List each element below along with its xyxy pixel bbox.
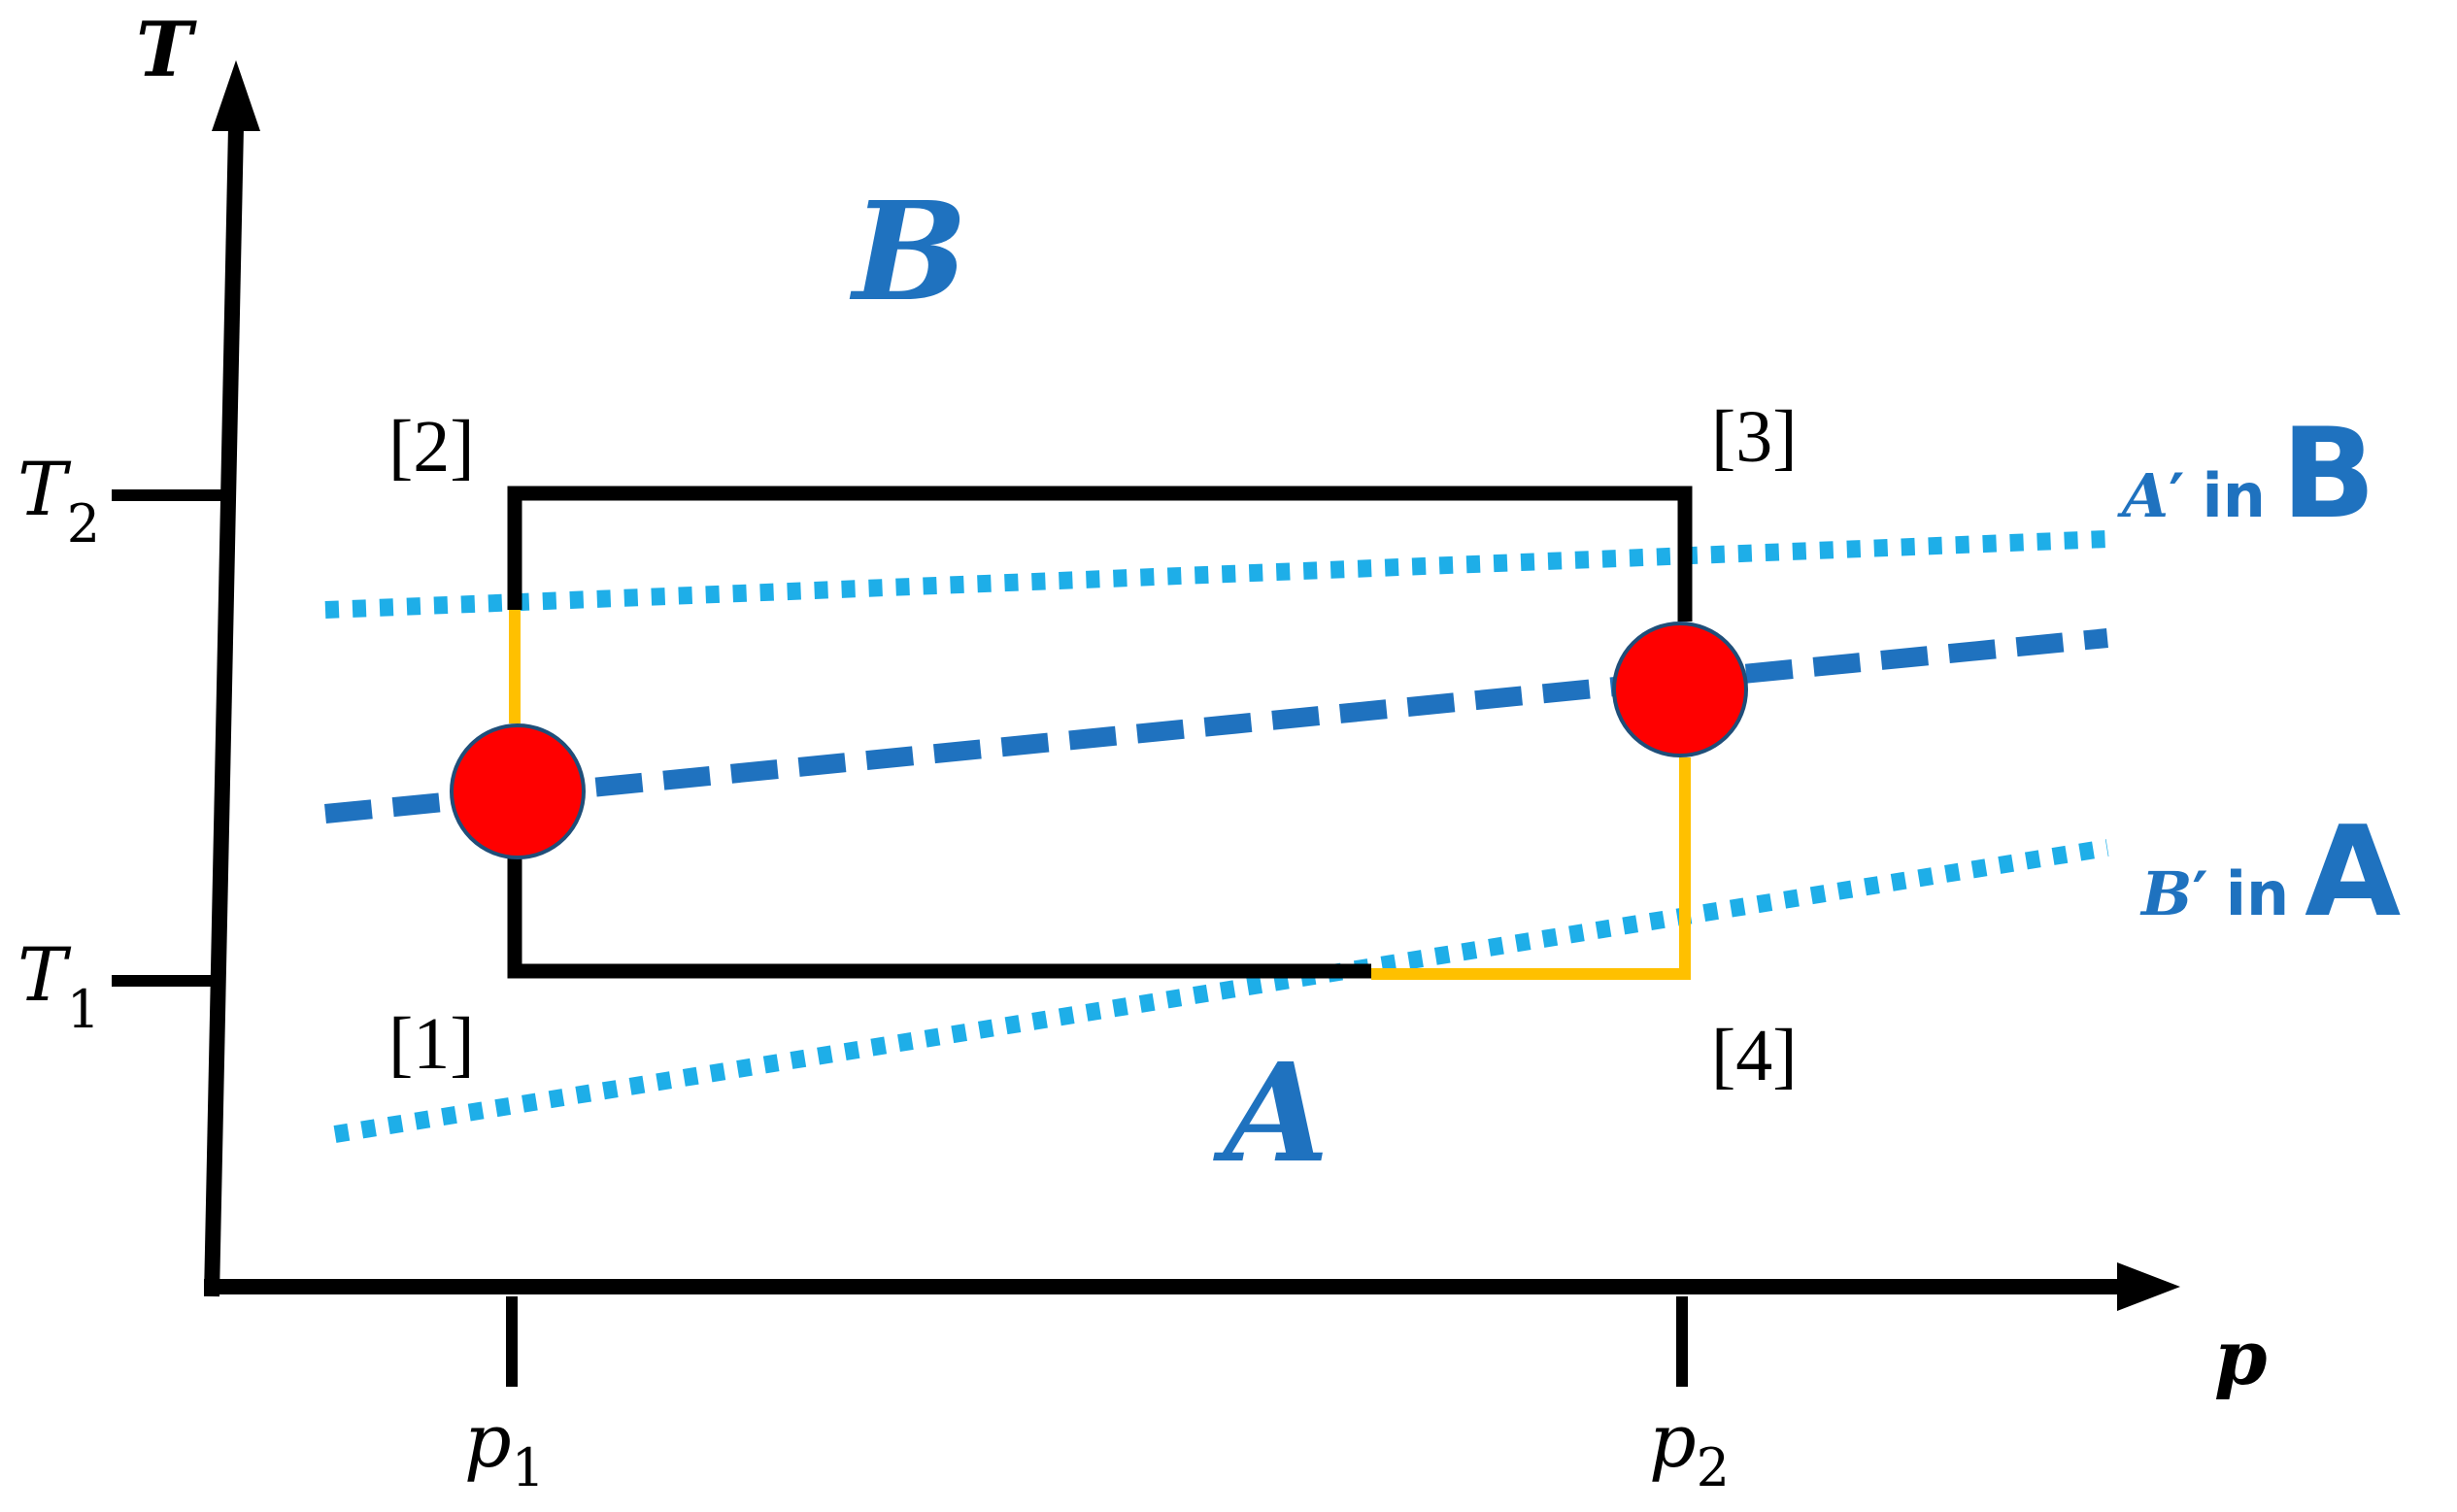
cycle-black-path bbox=[507, 486, 1693, 622]
marker-right-icon bbox=[1612, 622, 1748, 757]
coexistence-line bbox=[324, 628, 2108, 823]
x-axis-label: p bbox=[2214, 1314, 2268, 1402]
cycle-black-bottom bbox=[507, 855, 1371, 979]
state-label-2: [2] bbox=[388, 406, 475, 487]
y-tick-label-t1: T1 bbox=[17, 931, 100, 1040]
state-label-4: [4] bbox=[1711, 1015, 1798, 1096]
metastable-line-upper bbox=[324, 530, 2108, 619]
y-tick-label-t2: T2 bbox=[17, 446, 100, 554]
x-tick-label-p2: p2 bbox=[1649, 1397, 1730, 1498]
x-axis-arrow-icon bbox=[2117, 1262, 2180, 1311]
region-label-a: A bbox=[1213, 1034, 1329, 1193]
region-label-b: B bbox=[849, 173, 967, 332]
state-label-1: [1] bbox=[388, 1003, 475, 1085]
y-axis bbox=[204, 125, 244, 1297]
cycle-highlight-right bbox=[1371, 757, 1691, 980]
y-axis-label: T bbox=[136, 6, 197, 94]
state-label-3: [3] bbox=[1711, 396, 1798, 478]
x-tick-label-p1: p1 bbox=[464, 1397, 545, 1498]
y-axis-arrow-icon bbox=[212, 60, 260, 131]
metastable-line-lower bbox=[333, 839, 2109, 1143]
marker-left-icon bbox=[450, 723, 586, 859]
